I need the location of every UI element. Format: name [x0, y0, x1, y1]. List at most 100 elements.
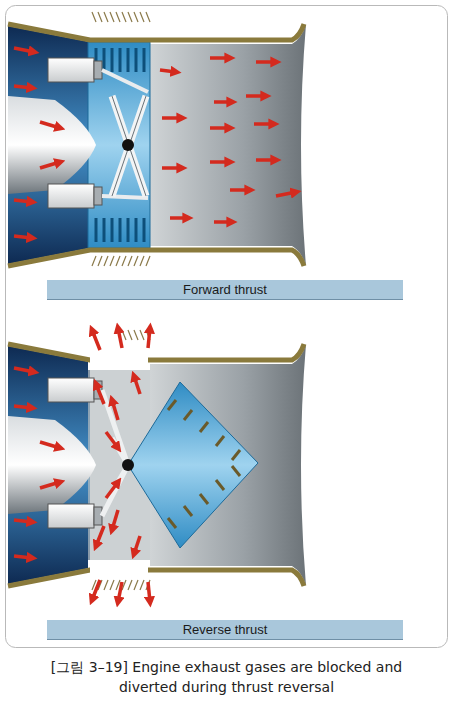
clamshell-door [128, 382, 258, 548]
cowl-line [8, 250, 304, 266]
flow-arrow [14, 236, 32, 238]
flow-arrow [14, 368, 34, 372]
hatch-mark [134, 330, 138, 340]
hatch-mark [98, 256, 102, 266]
door-vane [200, 494, 208, 504]
flow-arrow [118, 328, 122, 348]
door-vane [232, 450, 240, 460]
flow-arrow [112, 510, 118, 530]
cascade-vane [127, 218, 130, 242]
flow-arrow [214, 100, 232, 104]
hatch-mark [140, 580, 144, 590]
flow-arrow [14, 406, 32, 408]
label-band: Reverse thrust [47, 620, 403, 640]
hatch-mark [140, 330, 144, 340]
hatch-mark [110, 12, 114, 22]
flow-arrow [40, 442, 60, 448]
hatch-mark [104, 580, 108, 590]
flow-arrow [92, 330, 100, 350]
band-label: Forward thrust [47, 282, 403, 297]
hatch-mark [116, 12, 120, 22]
door-link [102, 70, 148, 198]
door-link [102, 390, 128, 516]
drawing-part [90, 564, 148, 576]
hatch-mark [92, 256, 96, 266]
flow-arrow [254, 122, 274, 126]
hatch-mark [134, 580, 138, 590]
figure-caption: [그림 3–19] Engine exhaust gases are block… [20, 657, 433, 697]
flow-arrow [210, 160, 230, 164]
door-vane [200, 422, 208, 432]
pivot [122, 139, 134, 151]
flow-arrow [256, 60, 276, 64]
actuator [48, 378, 94, 402]
flow-arrow [148, 582, 150, 602]
flow-arrow [106, 482, 118, 498]
cascade-vane [111, 48, 114, 72]
hatch-mark [128, 12, 132, 22]
hatch-mark [122, 256, 126, 266]
hatch-mark [128, 256, 132, 266]
door-vane [232, 466, 240, 476]
cascade-vane [119, 218, 122, 242]
hatch-mark [122, 330, 126, 340]
hatch-mark [110, 580, 114, 590]
hatch-mark [92, 12, 96, 22]
flow-arrow [214, 220, 232, 224]
flow-arrow [210, 126, 230, 130]
flow-arrow [14, 48, 34, 52]
flow-arrow [276, 192, 296, 196]
flow-arrow [162, 116, 182, 120]
hatch-mark [104, 12, 108, 22]
flow-arrow [134, 536, 140, 554]
hatch-mark [128, 330, 132, 340]
flow-arrow [14, 200, 32, 202]
cascade-vane [135, 48, 138, 72]
cascade-vane [103, 218, 106, 242]
flow-arrow [160, 70, 176, 72]
flow-arrow [40, 482, 60, 488]
engine-reverse [8, 328, 306, 602]
engine-forward [8, 12, 306, 266]
flow-arrow [14, 556, 32, 558]
flow-arrow [210, 56, 230, 60]
cowl-line [8, 570, 304, 586]
cowl-line [8, 24, 304, 40]
door-vane [168, 518, 176, 528]
door-section [88, 42, 150, 248]
flow-arrow [148, 328, 150, 348]
hatch-mark [134, 256, 138, 266]
flow-arrow [246, 94, 266, 98]
flow-arrow [112, 400, 118, 420]
cascade-vane [95, 218, 98, 242]
door-vane [184, 506, 192, 516]
hatch-mark [122, 12, 126, 22]
flow-arrow [40, 162, 60, 168]
band-label: Reverse thrust [47, 622, 403, 637]
cascade-vane [127, 48, 130, 72]
label-band: Forward thrust [47, 280, 403, 300]
cascade-vane [119, 48, 122, 72]
flow-arrow [96, 526, 104, 546]
flow-arrow [256, 158, 276, 162]
hatch-mark [146, 256, 150, 266]
flow-arrow [162, 166, 182, 170]
actuator-rod [94, 61, 102, 79]
hatch-mark [134, 12, 138, 22]
hatch-mark [146, 12, 150, 22]
cowl-line [8, 344, 304, 360]
panel-frame [6, 6, 448, 648]
pivot [122, 459, 134, 471]
flow-arrow [14, 86, 32, 88]
flow-arrow [134, 376, 140, 394]
flow-arrow [118, 582, 122, 602]
flow-arrow [40, 122, 60, 128]
tail-cone [8, 416, 96, 514]
flow-arrow [230, 188, 250, 192]
tail-cone [8, 96, 96, 194]
cascade-vane [111, 218, 114, 242]
actuator-rod [94, 187, 102, 205]
door-blade [112, 96, 146, 196]
hatch-mark [140, 256, 144, 266]
